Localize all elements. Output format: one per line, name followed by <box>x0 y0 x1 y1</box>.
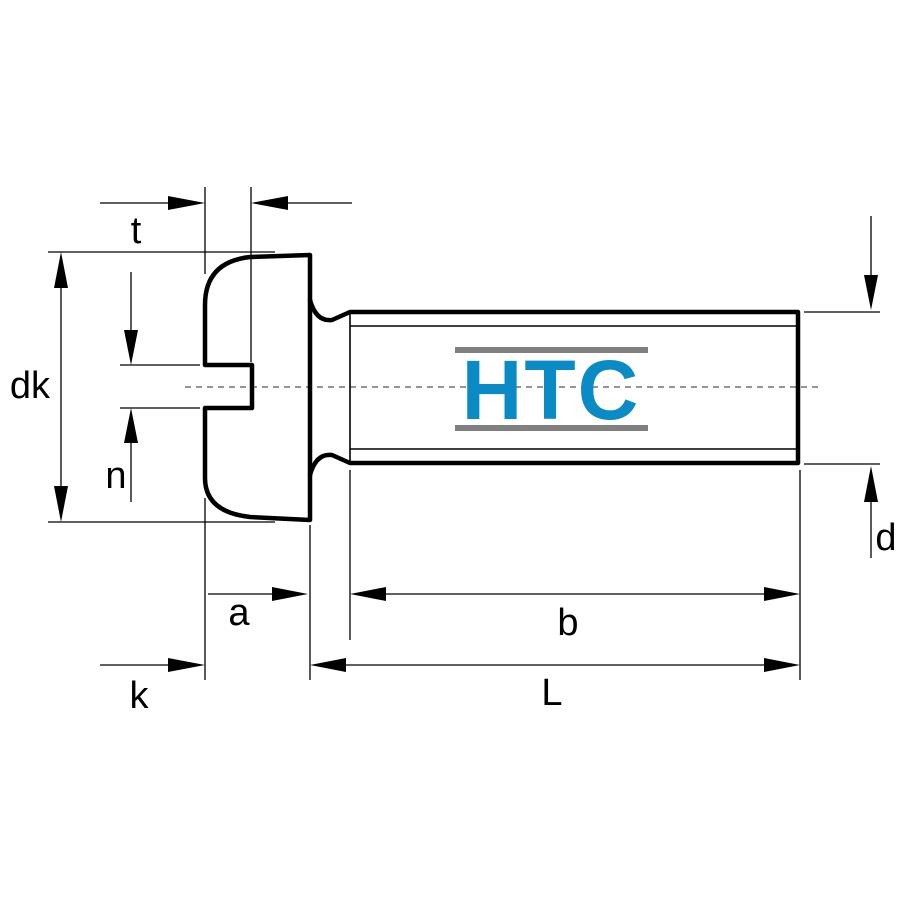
extension-lines <box>48 187 880 680</box>
logo-bar-bottom <box>455 425 648 431</box>
dimension-t: t <box>100 196 352 252</box>
label-dk: dk <box>10 365 51 407</box>
label-n: n <box>105 455 126 497</box>
screw-head-outline <box>202 252 313 523</box>
label-d: d <box>875 517 896 559</box>
label-L: L <box>541 672 562 714</box>
dimension-L: L <box>310 658 800 714</box>
label-t: t <box>131 210 142 252</box>
htc-logo: HTC <box>455 343 648 437</box>
dimension-k: k <box>100 658 205 717</box>
logo-text: HTC <box>462 343 641 437</box>
dimension-a: a <box>208 587 308 634</box>
label-k: k <box>130 675 150 717</box>
label-b: b <box>557 602 578 644</box>
dimension-n: n <box>105 272 138 502</box>
dimension-d: d <box>864 216 897 559</box>
dimension-dk: dk <box>10 252 68 522</box>
label-a: a <box>228 592 250 634</box>
dimension-b: b <box>350 587 800 644</box>
screw-shank-outline <box>307 297 801 478</box>
logo-bar-top <box>455 347 648 353</box>
